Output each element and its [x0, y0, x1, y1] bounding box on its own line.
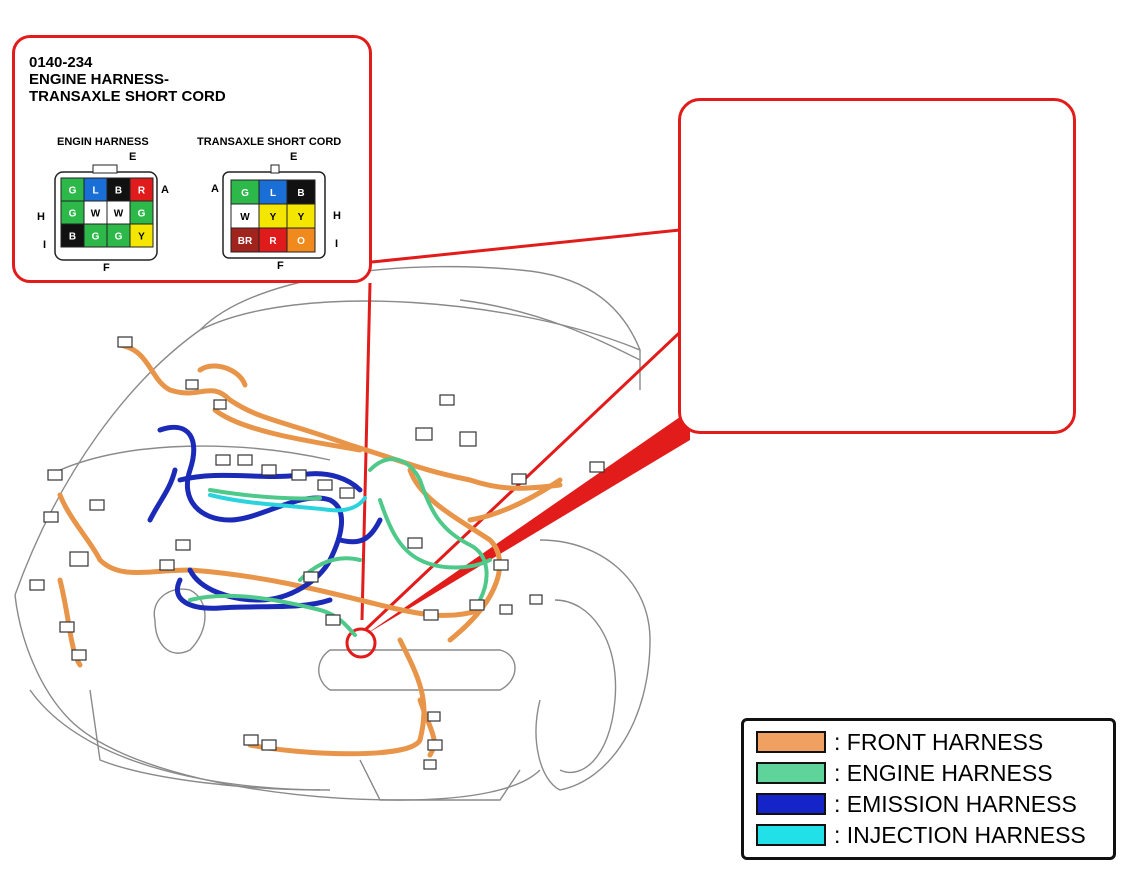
engine-pin: [129, 223, 154, 248]
legend-swatch-engine: [756, 762, 826, 784]
engine-label-a: A: [161, 184, 169, 196]
transaxle-pin-code: BR: [238, 236, 253, 247]
front-harness-wires: [57, 342, 563, 758]
legend-label-emission: : EMISSION HARNESS: [834, 790, 1077, 817]
engine-harness-wires: [188, 457, 492, 637]
engine-pin-code: B: [115, 186, 122, 197]
transaxle-pin-code: B: [297, 188, 304, 199]
connector-callout: 0140-234 ENGINE HARNESS- TRANSAXLE SHORT…: [12, 35, 372, 283]
transaxle-pin-code: Y: [270, 212, 277, 223]
engine-pin-code: Y: [138, 232, 145, 243]
engine-label-f: F: [103, 262, 110, 274]
transaxle-pin-code: Y: [298, 212, 305, 223]
transaxle-pin: [286, 179, 316, 205]
engine-harness-connector: G L B R G W W G B G G Y: [54, 164, 158, 261]
transaxle-label-i: I: [335, 238, 339, 250]
engine-label-e: E: [129, 151, 137, 163]
part-number: 0140-234: [29, 54, 93, 71]
legend-item-engine: : ENGINE HARNESS: [756, 760, 1053, 786]
transaxle-pin-code: W: [240, 212, 250, 223]
transaxle-pin-code: L: [270, 188, 276, 199]
transaxle-pin-code: O: [297, 236, 305, 247]
legend-label-front: : FRONT HARNESS: [834, 728, 1044, 755]
transaxle-pin: [230, 227, 260, 253]
location-marker: [345, 627, 377, 659]
transaxle-connector-title: TRANSAXLE SHORT CORD: [197, 136, 342, 148]
transaxle-pin-code: G: [241, 188, 249, 199]
engine-pin-code: W: [114, 209, 124, 220]
engine-pin-code: B: [69, 232, 76, 243]
engine-pin-code: G: [69, 209, 77, 220]
engine-connector-title: ENGIN HARNESS: [57, 136, 149, 148]
harness-detail-callout: [678, 98, 1076, 434]
transaxle-label-a: A: [211, 183, 219, 195]
legend-swatch-injection: [756, 824, 826, 846]
transaxle-label-f: F: [277, 260, 284, 272]
transaxle-short-cord-connector: G L B W Y Y BR R O: [222, 164, 326, 259]
legend-swatch-front: [756, 731, 826, 753]
harness-connectors: [29, 336, 605, 770]
legend-label-engine: : ENGINE HARNESS: [834, 759, 1053, 786]
legend-swatch-emission: [756, 793, 826, 815]
engine-pin-code: R: [138, 186, 146, 197]
connector-name-line1: ENGINE HARNESS-: [29, 71, 170, 88]
engine-pin-code: G: [115, 232, 123, 243]
harness-legend: : FRONT HARNESS : ENGINE HARNESS : EMISS…: [741, 718, 1116, 860]
transaxle-pin-code: R: [269, 236, 277, 247]
engine-pin-code: G: [69, 186, 77, 197]
engine-pin-code: G: [138, 209, 146, 220]
transaxle-label-h: H: [333, 210, 341, 222]
transaxle-pin: [286, 227, 316, 253]
transaxle-pin: [286, 203, 316, 229]
connector-name-line2: TRANSAXLE SHORT CORD: [29, 88, 226, 105]
transaxle-label-e: E: [290, 151, 298, 163]
injection-harness-wires: [208, 493, 367, 513]
legend-label-injection: : INJECTION HARNESS: [834, 821, 1086, 848]
transaxle-pin: [258, 203, 288, 229]
engine-pin-code: W: [91, 209, 101, 220]
legend-item-injection: : INJECTION HARNESS: [756, 822, 1086, 848]
transaxle-pin: [258, 179, 288, 205]
legend-item-front: : FRONT HARNESS: [756, 729, 1043, 755]
engine-label-i: I: [43, 239, 47, 251]
vehicle-outline: [14, 265, 651, 801]
legend-item-emission: : EMISSION HARNESS: [756, 791, 1077, 817]
engine-label-h: H: [37, 211, 45, 223]
engine-pin-code: L: [92, 186, 98, 197]
engine-pin-code: G: [92, 232, 100, 243]
